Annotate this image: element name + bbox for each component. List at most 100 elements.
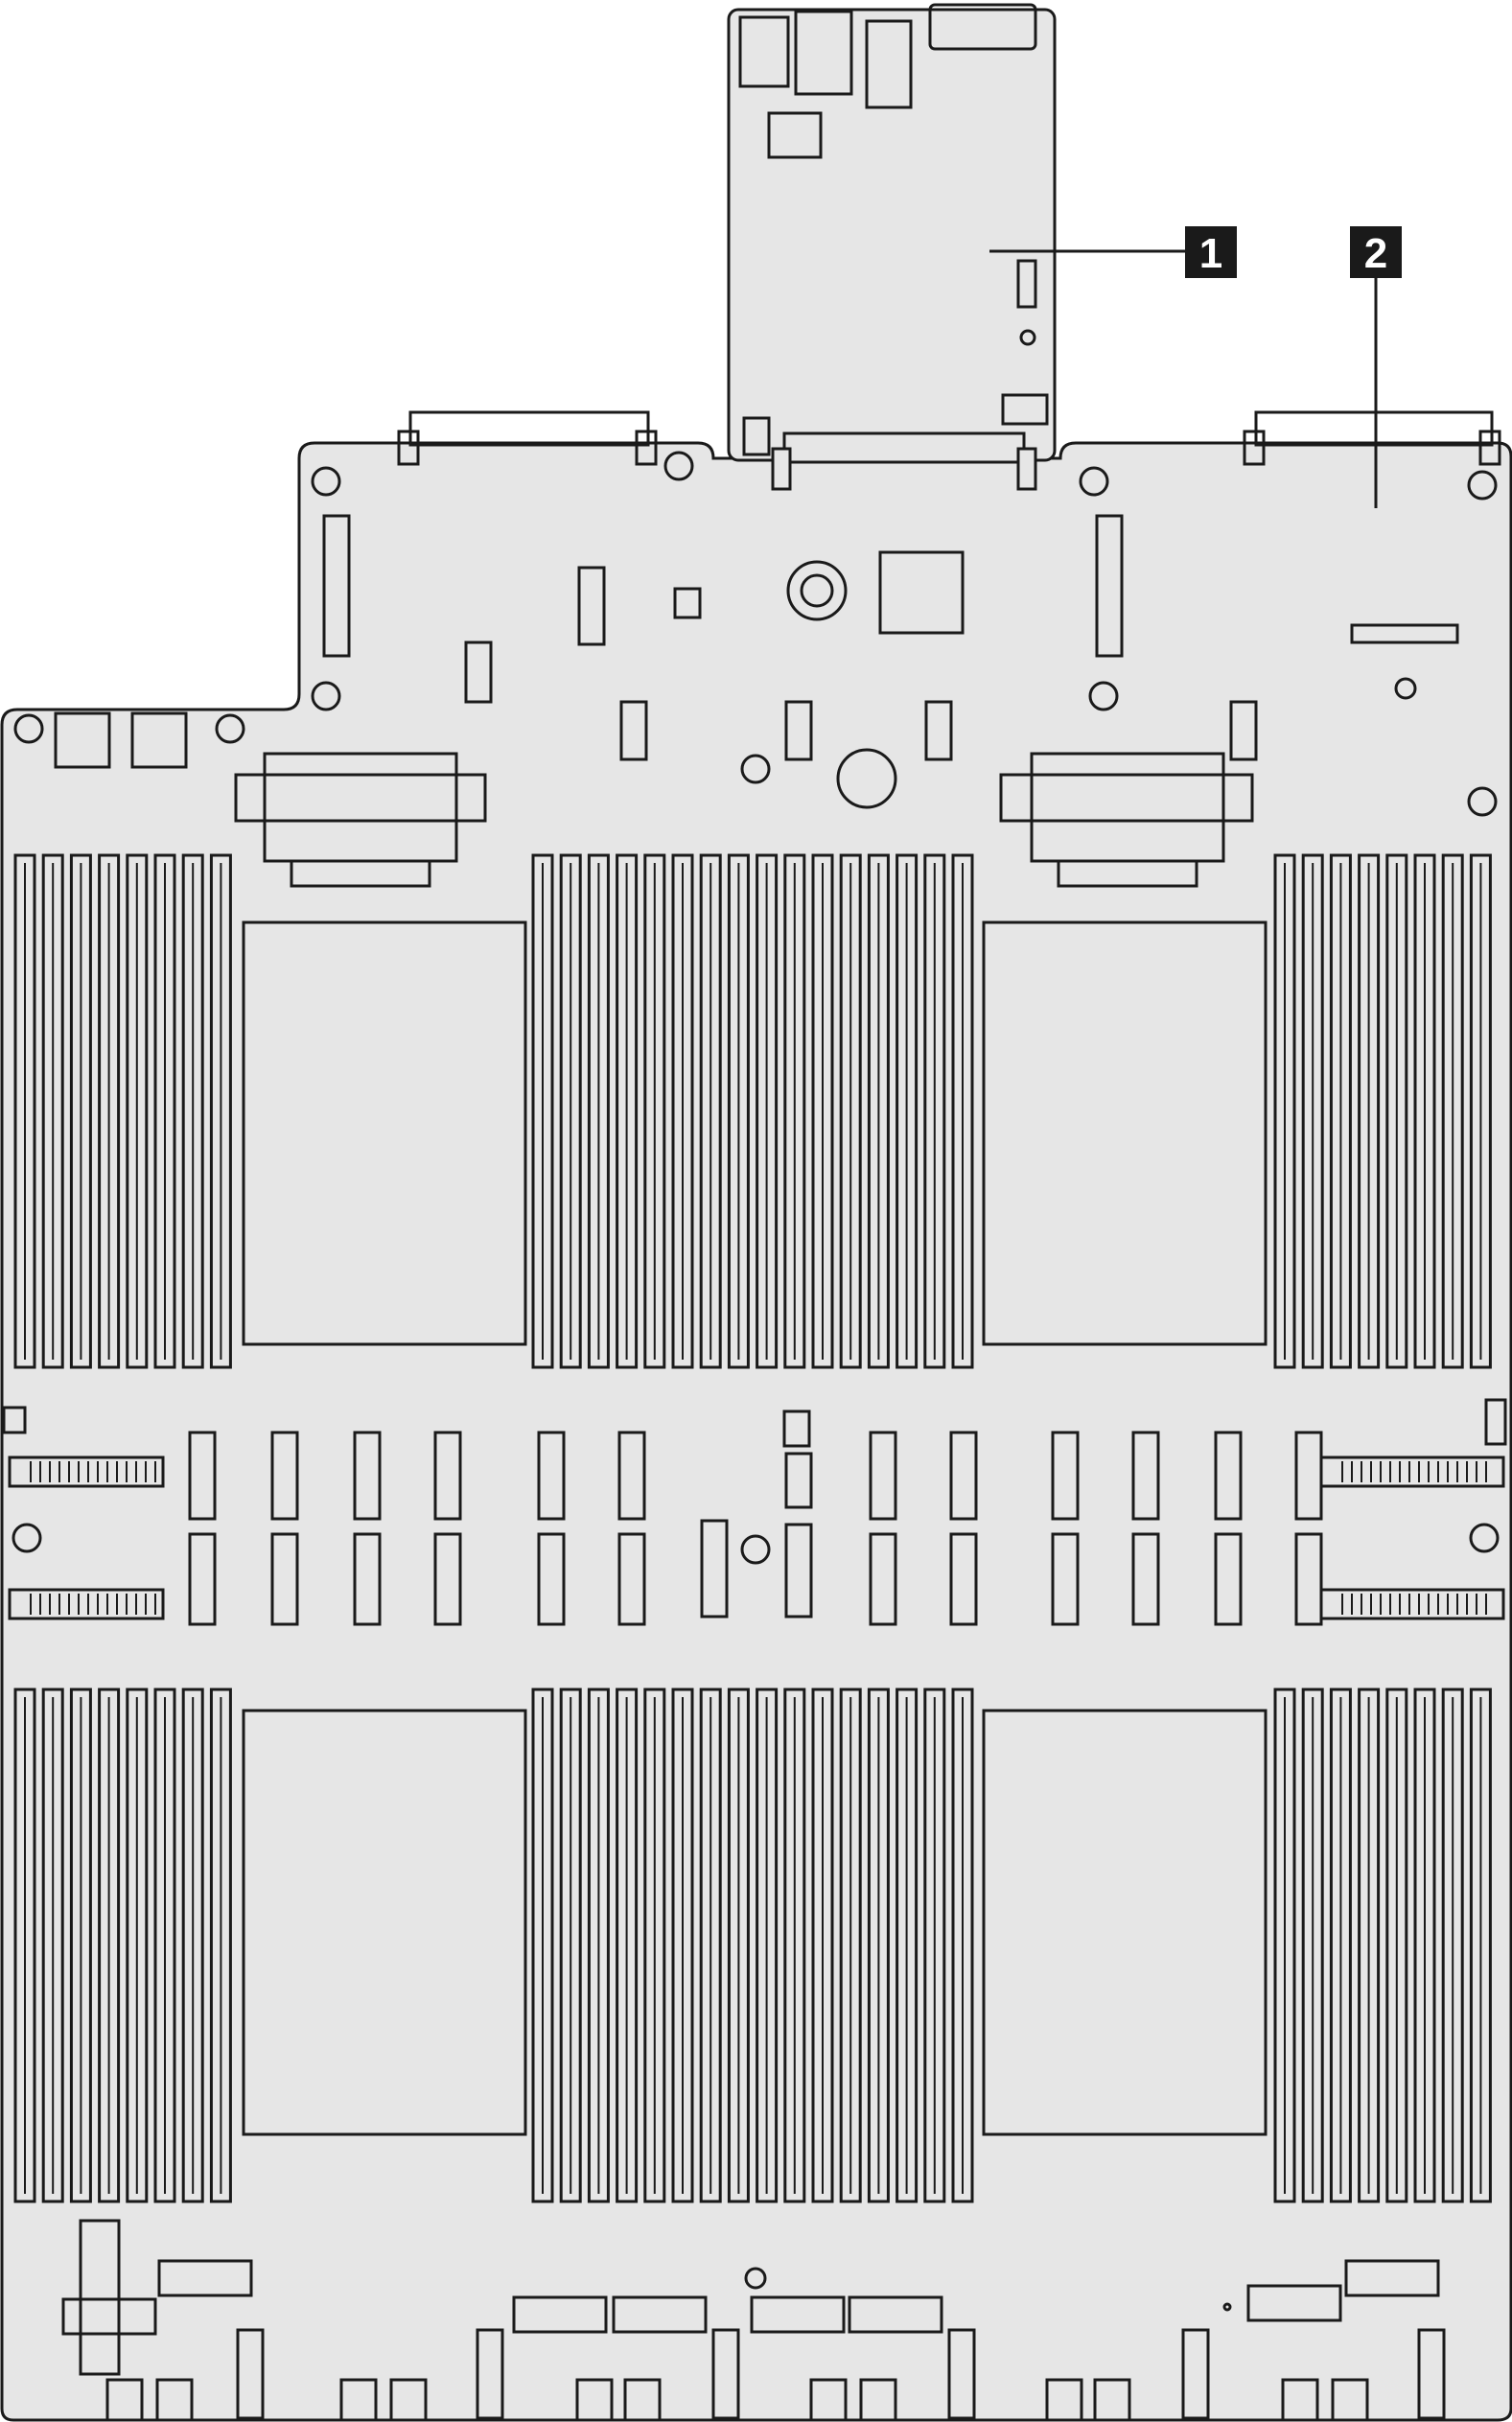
- dimm-bottom-right-slot: [1358, 1688, 1381, 2203]
- processor-areas: [242, 920, 1268, 2136]
- dimm-bottom-left-slot: [98, 1688, 121, 2203]
- dimm-top-left-slot: [153, 853, 176, 1369]
- pcie-connector-lower: [1131, 1532, 1160, 1626]
- upper-board-features: [13, 451, 1498, 888]
- dimm-bottom-right-slot: [1301, 1688, 1324, 2203]
- dimm-bottom-right-slot: [1441, 1688, 1464, 2203]
- dimm-bottom-center-slot: [756, 1688, 779, 2203]
- dimm-bottom-center-slot: [531, 1688, 554, 2203]
- dimm-top-center-slot: [671, 853, 694, 1369]
- pcie-connector-lower: [1294, 1532, 1323, 1626]
- dimm-top-center-slot: [756, 853, 779, 1369]
- dimm-bottom-left-slot: [181, 1688, 204, 2203]
- dimm-bottom-left-slot: [13, 1688, 36, 2203]
- dimm-top-left-slot: [209, 853, 232, 1369]
- callout-2-box: [1350, 226, 1402, 278]
- dimm-top-left-slot: [41, 853, 64, 1369]
- dimm-bottom-center-slot: [671, 1688, 694, 2203]
- pcie-connector-upper: [433, 1431, 462, 1521]
- dimm-bottom-center-slot: [896, 1688, 919, 2203]
- dimm-top-right-slot: [1301, 853, 1324, 1369]
- pcie-connector-upper: [270, 1431, 299, 1521]
- dimm-top-center-slot: [951, 853, 974, 1369]
- pcie-connector-upper: [353, 1431, 382, 1521]
- middle-connectors: [2, 1398, 1507, 1626]
- pcie-connector-lower: [353, 1532, 382, 1626]
- dimm-top-right-slot: [1273, 853, 1296, 1369]
- dimm-bottom-left-slot: [209, 1688, 232, 2203]
- dimm-bottom-center-slot: [923, 1688, 946, 2203]
- bottom-connectors: [61, 2219, 1446, 2422]
- pcie-connector-lower: [433, 1532, 462, 1626]
- dimm-bottom-center-slot: [616, 1688, 639, 2203]
- dimm-bottom-left-slot: [41, 1688, 64, 2203]
- dimm-top-center-slot: [783, 853, 806, 1369]
- dimm-bottom-right-slot: [1385, 1688, 1408, 2203]
- dimm-top-right-slot: [1469, 853, 1492, 1369]
- callout-1-label: 1: [1199, 230, 1222, 277]
- pcie-connector-upper: [537, 1431, 566, 1521]
- dimm-bottom-center-slot: [587, 1688, 610, 2203]
- pcie-connector-upper: [188, 1431, 217, 1521]
- dimm-bottom-center-slot: [643, 1688, 666, 2203]
- dimm-top-center-slot: [727, 853, 750, 1369]
- dimm-top-center-slot: [587, 853, 610, 1369]
- dimm-bottom-left-slot: [153, 1688, 176, 2203]
- dimm-top-right-slot: [1413, 853, 1436, 1369]
- io-module: [727, 3, 1057, 491]
- pcie-connector-lower: [617, 1532, 646, 1626]
- dimm-bottom-center-slot: [559, 1688, 582, 2203]
- dimm-bottom-center-slot: [727, 1688, 750, 2203]
- pcie-connector-upper: [869, 1431, 897, 1521]
- dimm-top-right-slot: [1385, 853, 1408, 1369]
- dimm-bottom-center-slot: [783, 1688, 806, 2203]
- dimm-bottom-center-slot: [699, 1688, 722, 2203]
- dimm-top-left-slot: [98, 853, 121, 1369]
- pcie-connector-upper: [1214, 1431, 1243, 1521]
- dimm-bottom-left-slot: [69, 1688, 92, 2203]
- dimm-bottom-center-slot: [951, 1688, 974, 2203]
- dimm-top-center-slot: [616, 853, 639, 1369]
- dimm-top-left-slot: [13, 853, 36, 1369]
- pcie-connector-lower: [700, 1519, 729, 1619]
- dimm-bottom-right-slot: [1273, 1688, 1296, 2203]
- pcie-connector-lower: [270, 1532, 299, 1626]
- dimm-top-left-slot: [126, 853, 149, 1369]
- dimm-bottom-center-slot: [839, 1688, 862, 2203]
- system-board: [0, 441, 1512, 2422]
- memory-slots: [13, 853, 1492, 2203]
- callout-1: 1: [989, 226, 1237, 278]
- pcie-connector-upper: [1051, 1431, 1080, 1521]
- pcie-connector-upper: [1294, 1431, 1323, 1521]
- dimm-bottom-right-slot: [1469, 1688, 1492, 2203]
- pcie-connector-upper: [949, 1431, 978, 1521]
- dimm-bottom-center-slot: [811, 1688, 834, 2203]
- dimm-top-center-slot: [896, 853, 919, 1369]
- pcie-connector-upper: [617, 1431, 646, 1521]
- dimm-top-center-slot: [531, 853, 554, 1369]
- dimm-top-right-slot: [1441, 853, 1464, 1369]
- dimm-top-right-slot: [1358, 853, 1381, 1369]
- callout-1-box: [1185, 226, 1237, 278]
- dimm-top-center-slot: [923, 853, 946, 1369]
- dimm-top-left-slot: [69, 853, 92, 1369]
- dimm-top-center-slot: [643, 853, 666, 1369]
- dimm-bottom-right-slot: [1413, 1688, 1436, 2203]
- callout-2: 2: [1350, 226, 1402, 508]
- pcie-connector-lower: [949, 1532, 978, 1626]
- pcie-connector-lower: [1051, 1532, 1080, 1626]
- dimm-top-center-slot: [811, 853, 834, 1369]
- pcie-connector-lower: [188, 1532, 217, 1626]
- dimm-top-left-slot: [181, 853, 204, 1369]
- dimm-top-center-slot: [559, 853, 582, 1369]
- dimm-bottom-center-slot: [867, 1688, 890, 2203]
- pcie-connector-lower: [869, 1532, 897, 1626]
- top-edge-connectors: [397, 410, 1501, 466]
- pcie-connector-lower: [784, 1523, 813, 1619]
- pcie-connector-lower: [1214, 1532, 1243, 1626]
- dimm-top-center-slot: [867, 853, 890, 1369]
- dimm-bottom-right-slot: [1329, 1688, 1352, 2203]
- dimm-top-center-slot: [839, 853, 862, 1369]
- callout-2-label: 2: [1364, 230, 1387, 277]
